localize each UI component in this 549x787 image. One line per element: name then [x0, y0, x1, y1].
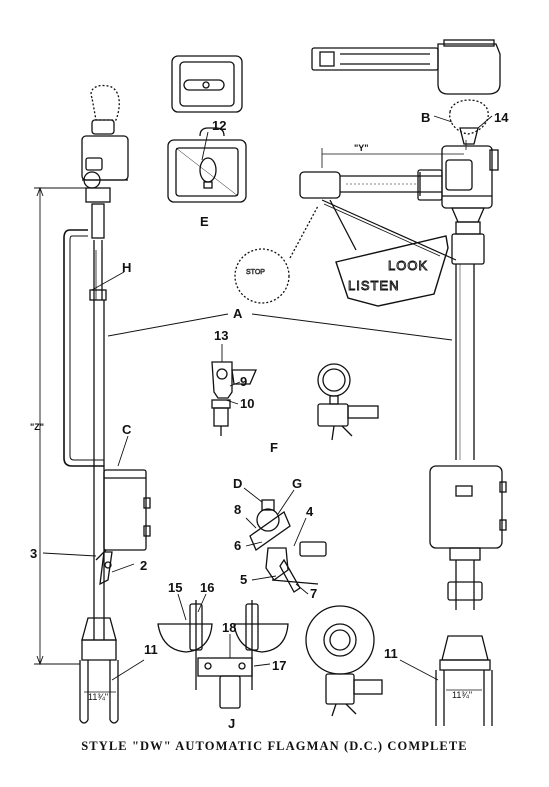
figure-caption: STYLE "DW" AUTOMATIC FLAGMAN (D.C.) COMP…: [81, 739, 468, 753]
label-j: J: [228, 716, 235, 731]
dimension-base-left: 11¾": [88, 692, 108, 702]
label-7: 7: [310, 586, 317, 601]
lamp-detail-e: [167, 55, 247, 203]
label-g: G: [292, 476, 302, 491]
dimension-z: "Z": [30, 422, 44, 432]
dimension-base-right: 11¾": [452, 690, 472, 700]
label-4: 4: [306, 504, 314, 519]
label-12: 12: [212, 118, 226, 133]
dimension-y: "Y": [354, 143, 369, 153]
label-17: 17: [272, 658, 286, 673]
label-f: F: [270, 440, 278, 455]
crossing-sign: LOOK LISTEN STOP: [246, 258, 428, 294]
label-15: 15: [168, 580, 182, 595]
label-h: H: [122, 260, 131, 275]
right-mast-assembly: [234, 99, 507, 726]
detail-j: [157, 600, 383, 717]
label-a: A: [233, 306, 243, 321]
detail-f: [211, 361, 379, 441]
label-16: 16: [200, 580, 214, 595]
label-9: 9: [240, 374, 247, 389]
label-11-right: 11: [384, 646, 398, 661]
sign-listen-text: LISTEN: [348, 278, 400, 293]
label-11-left: 11: [144, 642, 158, 657]
label-13: 13: [214, 328, 228, 343]
arm-top-detail: [311, 39, 501, 95]
label-14: 14: [494, 110, 509, 125]
left-mast-assembly: [34, 84, 151, 724]
label-d: D: [233, 476, 242, 491]
sign-stop-text: STOP: [246, 269, 265, 276]
label-18: 18: [222, 620, 236, 635]
sign-look-text: LOOK: [388, 258, 428, 273]
mechanism-detail: [249, 499, 327, 593]
label-6: 6: [234, 538, 241, 553]
label-c: C: [122, 422, 132, 437]
label-e: E: [200, 214, 209, 229]
label-2: 2: [140, 558, 147, 573]
label-b: B: [421, 110, 430, 125]
label-5: 5: [240, 572, 247, 587]
label-8: 8: [234, 502, 241, 517]
label-3: 3: [30, 546, 37, 561]
label-10: 10: [240, 396, 254, 411]
